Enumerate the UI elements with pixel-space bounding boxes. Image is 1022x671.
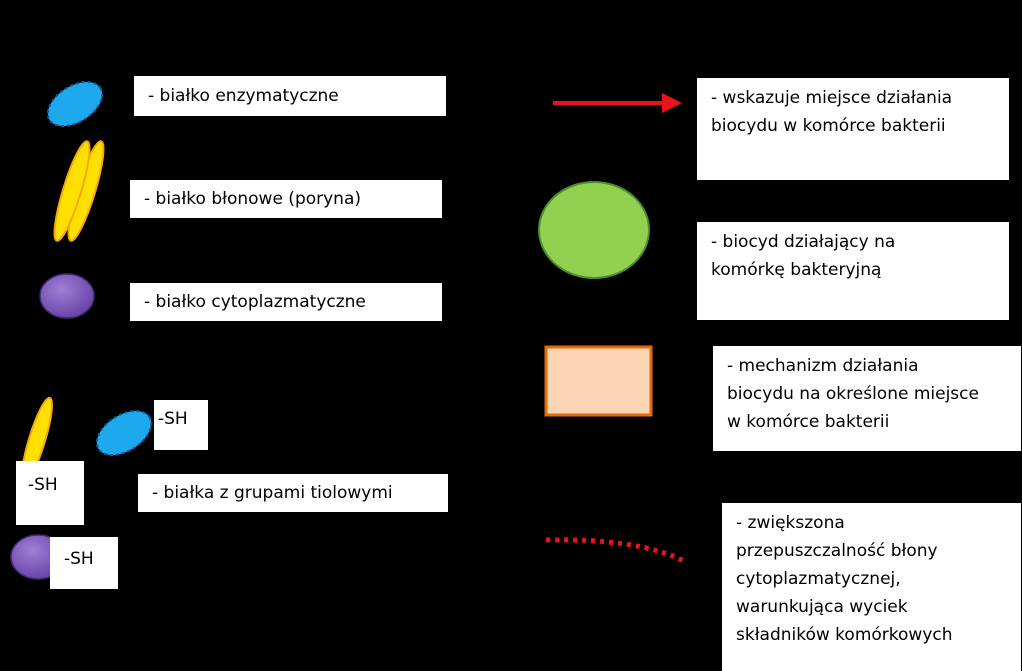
- red-arrow-icon: [553, 93, 682, 113]
- cytoplasmic-protein-label: - białko cytoplazmatyczne: [130, 283, 442, 321]
- thiol-proteins-label: - białka z grupami tiolowymi: [138, 474, 448, 512]
- mechanism-label: - mechanizm działania biocydu na określo…: [713, 346, 1021, 451]
- biocide-label: - biocyd działający na komórkę bakteryjn…: [697, 222, 1009, 320]
- enzyme-protein-shape: [46, 80, 104, 128]
- sh-tag-enzyme: -SH: [154, 400, 208, 450]
- permeability-label: - zwiększona przepuszczalność błony cyto…: [722, 503, 1021, 671]
- mechanism-rect-shape: [544, 345, 653, 417]
- biocide-circle-shape: [538, 181, 650, 279]
- thiol-enzyme-shape: [95, 409, 153, 457]
- membrane-protein-label: - białko błonowe (poryna): [130, 180, 442, 218]
- enzyme-protein-label: - białko enzymatyczne: [134, 76, 446, 116]
- permeability-dotted-line: [545, 537, 688, 565]
- arrow-label: - wskazuje miejsce działania biocydu w k…: [697, 78, 1009, 180]
- sh-tag-porin: -SH: [16, 461, 84, 525]
- membrane-porin-shape: [53, 140, 105, 242]
- sh-tag-cytoplasmic: -SH: [50, 537, 118, 589]
- cytoplasmic-protein-shape: [39, 273, 95, 319]
